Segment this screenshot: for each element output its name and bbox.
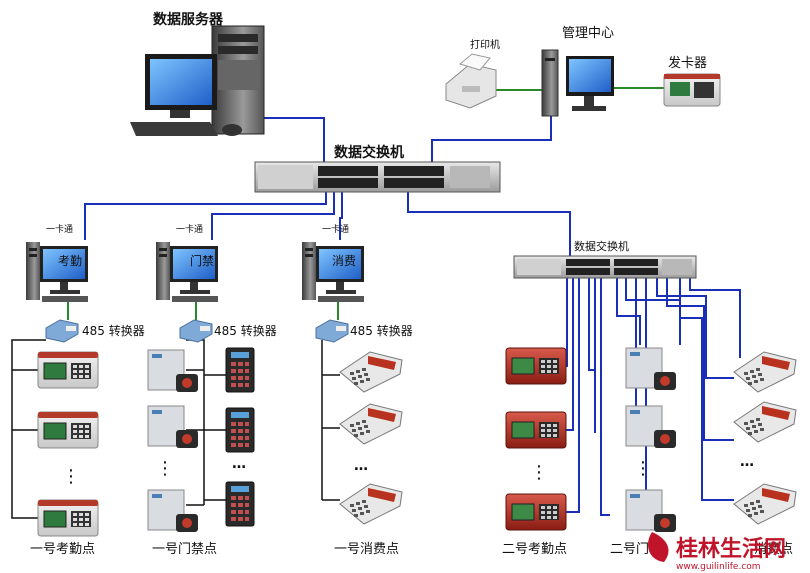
attendance-terminal <box>37 411 99 449</box>
management-center-label: 管理中心 <box>562 26 614 41</box>
network-cables <box>84 116 741 516</box>
management-center <box>541 49 614 117</box>
yikatong-label-2: 一卡通 <box>176 223 203 235</box>
cable-switch-ws2 <box>211 192 335 240</box>
consume-terminal <box>733 483 797 525</box>
card-issuer-label: 发卡器 <box>668 55 707 71</box>
consume-terminal <box>733 401 797 443</box>
ellipsis-3: … <box>232 456 246 472</box>
ellipsis-2: ⋮ <box>156 458 174 479</box>
access-controller <box>147 405 199 449</box>
converter-3 <box>315 319 349 343</box>
converter-2 <box>179 319 213 343</box>
access-controller <box>625 347 677 391</box>
attendance-terminal <box>37 499 99 537</box>
yikatong-label-3: 一卡通 <box>322 223 349 235</box>
screen-label-attendance: 考勤 <box>58 254 82 268</box>
printer-label: 打印机 <box>470 38 500 51</box>
cable-switch-ws3 <box>339 192 343 240</box>
second-switch-label: 数据交换机 <box>574 239 629 253</box>
access-keypad <box>225 407 255 453</box>
cable-switch-switch2 <box>407 192 571 256</box>
consume-terminal <box>339 403 403 445</box>
yikatong-label-1: 一卡通 <box>46 223 73 235</box>
workstation-consume <box>302 242 364 302</box>
ellipsis-5: ⋮ <box>530 462 548 483</box>
consume-terminal <box>339 351 403 393</box>
workstation-access <box>156 242 218 302</box>
card-issuer <box>663 73 721 107</box>
workstation-attendance <box>26 242 88 302</box>
point-label-consume-1: 一号消费点 <box>334 542 399 557</box>
cable-server-switch <box>245 117 325 162</box>
converter-label-2: 485 转换器 <box>214 323 277 338</box>
point-label-attendance-1: 一号考勤点 <box>30 542 95 557</box>
attendance-terminal-red <box>505 493 567 531</box>
ellipsis-4: … <box>354 458 368 474</box>
access-controller <box>625 405 677 449</box>
attendance-terminal-red <box>505 411 567 449</box>
converter-label-1: 485 转换器 <box>82 323 145 338</box>
point-label-access-2: 二号门 <box>610 542 649 557</box>
watermark-url: www.guilinlife.com <box>676 562 761 572</box>
cable-mgmt-switch <box>431 116 552 162</box>
attendance-terminal <box>37 351 99 389</box>
point-label-attendance-2: 二号考勤点 <box>502 542 567 557</box>
watermark-text: 桂林生活网 <box>676 536 786 562</box>
watermark-logo-icon <box>648 532 669 562</box>
consume-terminal <box>733 351 797 393</box>
access-controller <box>147 489 199 533</box>
converter-label-3: 485 转换器 <box>350 323 413 338</box>
second-switch <box>513 255 697 279</box>
cable-switch-ws1 <box>84 192 327 240</box>
ellipsis-7: … <box>740 454 754 470</box>
access-controller <box>625 489 677 533</box>
access-controller <box>147 349 199 393</box>
data-server-label: 数据服务器 <box>153 11 224 28</box>
main-switch <box>254 161 501 193</box>
point-label-access-1: 一号门禁点 <box>152 542 217 557</box>
access-keypad <box>225 481 255 527</box>
consume-terminal <box>339 483 403 525</box>
screen-label-access: 门禁 <box>190 253 214 268</box>
point-label-consume-2: 消费点 <box>754 542 793 557</box>
watermark: 桂林生活网 www.guilinlife.com <box>648 532 786 572</box>
main-switch-label: 数据交换机 <box>334 144 404 161</box>
ellipsis-6: ⋮ <box>634 458 652 479</box>
screen-label-consume: 消费 <box>332 254 356 268</box>
attendance-terminal-red <box>505 347 567 385</box>
converter-1 <box>45 319 79 343</box>
ellipsis-1: ⋮ <box>62 466 80 487</box>
access-keypad <box>225 347 255 393</box>
serial-cables <box>67 87 668 320</box>
data-server <box>130 25 265 136</box>
printer <box>445 53 497 109</box>
